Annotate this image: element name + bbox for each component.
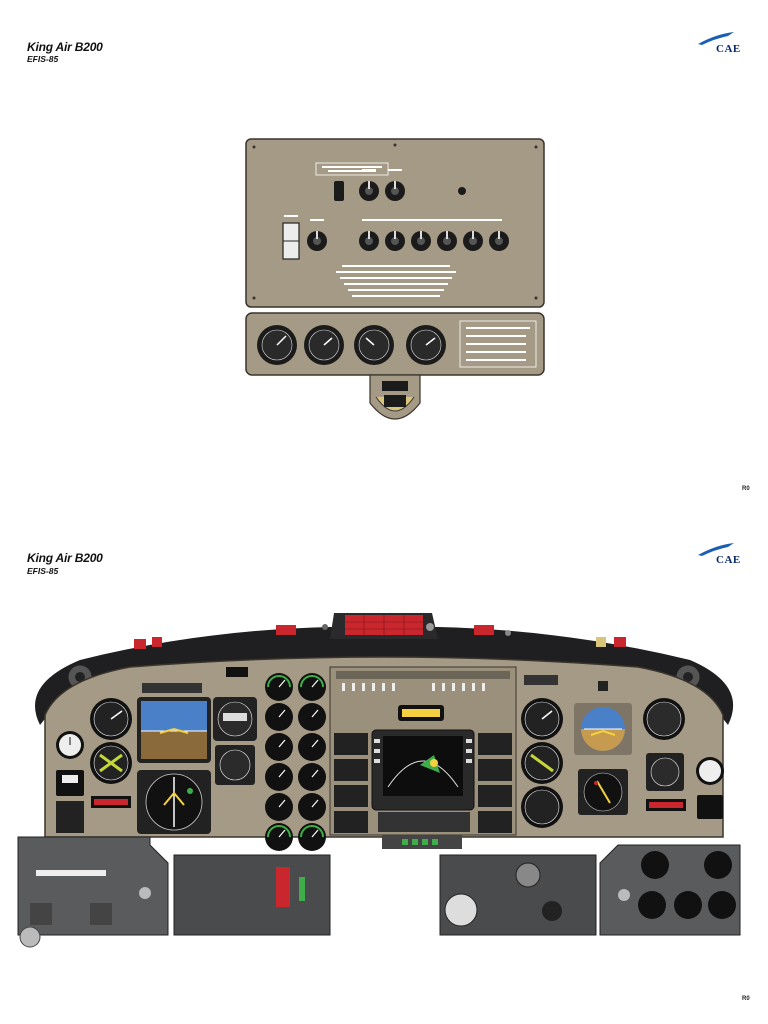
knob[interactable] [463, 231, 483, 251]
page-1-revision: R0 [742, 486, 750, 492]
attitude-indicator-copilot [574, 703, 632, 755]
overhead-panel [245, 138, 545, 420]
knob[interactable] [437, 231, 457, 251]
altimeter [213, 697, 257, 741]
magnetic-compass [384, 395, 406, 407]
toggle-switch[interactable] [334, 181, 344, 201]
annunciator-strip [336, 671, 510, 691]
gauge [304, 325, 344, 365]
adf-gauge [215, 745, 255, 785]
page-2-subtitle: EFIS-85 [27, 566, 59, 576]
left-subpanel [17, 836, 169, 936]
radio-stack-left[interactable] [334, 733, 368, 833]
cae-logo-2: CAE [696, 541, 748, 569]
knob[interactable] [359, 181, 379, 201]
gauge [354, 325, 394, 365]
knob[interactable] [307, 231, 327, 251]
page-1-title: King Air B200 [27, 40, 103, 54]
knob[interactable] [385, 231, 405, 251]
clock [56, 731, 84, 759]
glareshield [35, 627, 734, 725]
clock-copilot [696, 757, 724, 785]
vsi-copilot [521, 742, 563, 784]
knob[interactable] [489, 231, 509, 251]
knob[interactable] [385, 181, 405, 201]
gauge [257, 325, 297, 365]
hsi-copilot [578, 769, 628, 815]
radio-stack-right[interactable] [478, 733, 512, 833]
cae-logo-text: CAE [716, 554, 741, 566]
cae-logo: CAE [696, 30, 748, 58]
airspeed-indicator [90, 698, 132, 740]
page-2-title: King Air B200 [27, 551, 103, 565]
altimeter-copilot [643, 698, 685, 740]
cae-logo-icon [698, 32, 734, 45]
mfd-display [371, 729, 475, 811]
gauge [406, 325, 446, 365]
engine-gauges [265, 673, 326, 851]
page-1-subtitle: EFIS-85 [27, 54, 59, 64]
adf-copilot [646, 753, 684, 791]
page-2-revision: R0 [742, 996, 750, 1002]
rmi-copilot [521, 786, 563, 828]
center-left-subpanel [173, 854, 331, 936]
cae-logo-text: CAE [716, 43, 741, 55]
vsi [90, 742, 132, 784]
hsi-display [137, 770, 211, 834]
switch-box[interactable] [56, 770, 84, 796]
cae-logo-icon [698, 543, 734, 556]
instrument-panel [17, 613, 741, 948]
airspeed-indicator-copilot [521, 698, 563, 740]
adi-display [137, 697, 211, 763]
knob[interactable] [359, 231, 379, 251]
knob[interactable] [411, 231, 431, 251]
